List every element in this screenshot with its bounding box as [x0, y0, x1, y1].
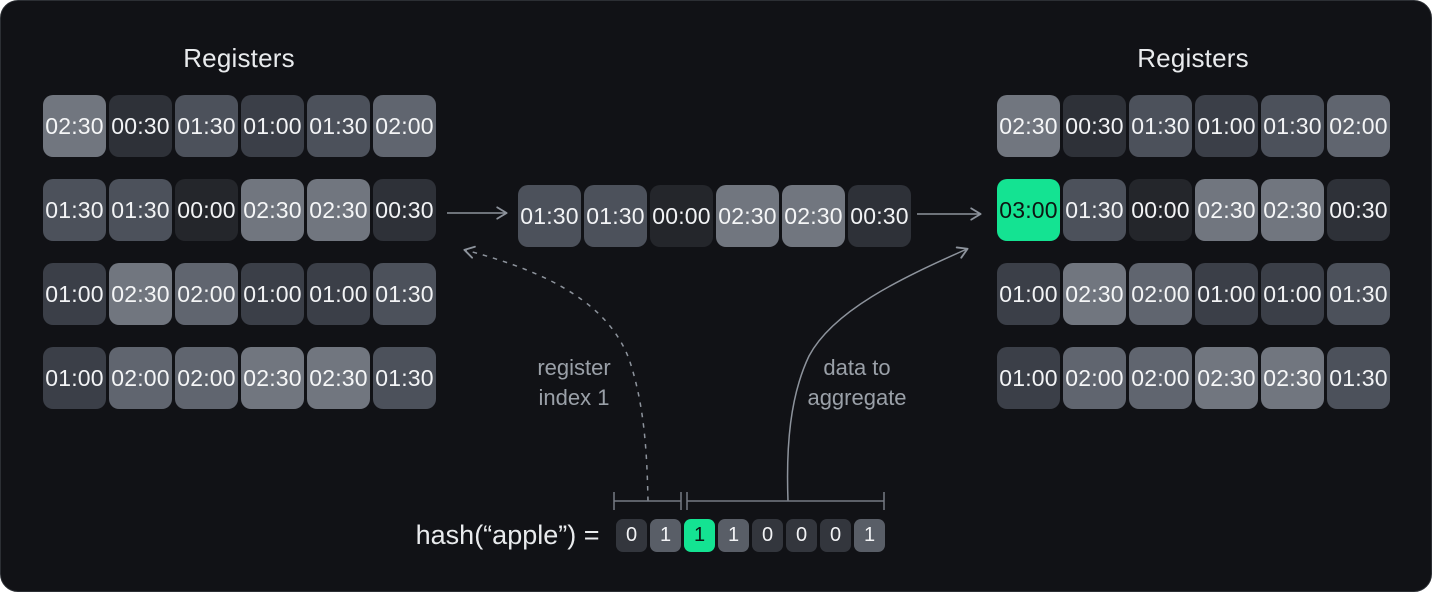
register-index-label-line1: register: [537, 355, 611, 380]
register-cell: 02:30: [1063, 263, 1126, 325]
register-index-label-line2: index 1: [538, 385, 610, 410]
hash-bit: 0: [752, 519, 783, 552]
register-cell: 00:30: [1327, 179, 1390, 241]
register-cell: 02:00: [175, 347, 238, 409]
hash-bit: 1: [718, 519, 749, 552]
register-cell: 00:00: [175, 179, 238, 241]
register-cell: 01:30: [1129, 95, 1192, 157]
register-cell: 01:30: [1327, 347, 1390, 409]
right-registers-title: Registers: [1137, 43, 1249, 73]
register-cell: 02:30: [1195, 347, 1258, 409]
register-index-label: register index 1: [464, 353, 684, 413]
register-cell: 01:30: [43, 179, 106, 241]
data-to-aggregate-label: data to aggregate: [747, 353, 967, 413]
data-to-aggregate-label-line1: data to: [823, 355, 891, 380]
register-cell: 01:30: [373, 263, 436, 325]
register-cell: 02:00: [175, 263, 238, 325]
register-cell: 00:00: [650, 185, 713, 247]
register-cell: 01:00: [43, 263, 106, 325]
register-cell: 01:30: [1327, 263, 1390, 325]
register-cell: 02:30: [241, 179, 304, 241]
register-cell: 00:30: [373, 179, 436, 241]
register-cell: 02:00: [1063, 347, 1126, 409]
hash-bit: 1: [854, 519, 885, 552]
data-bits-bracket: [686, 492, 885, 510]
register-cell: 02:30: [43, 95, 106, 157]
register-cell: 01:00: [307, 263, 370, 325]
register-cell: 00:30: [848, 185, 911, 247]
hash-expression-label: hash(“apple”) =: [415, 519, 607, 550]
register-cell: 01:30: [109, 179, 172, 241]
register-cell: 02:00: [1327, 95, 1390, 157]
register-cell: 02:30: [109, 263, 172, 325]
register-cell: 01:00: [1195, 95, 1258, 157]
register-cell: 01:00: [997, 347, 1060, 409]
register-cell: 00:00: [1129, 179, 1192, 241]
hash-bit: 0: [820, 519, 851, 552]
register-cell: 02:30: [782, 185, 845, 247]
register-cell: 02:30: [716, 185, 779, 247]
register-cell: 01:00: [1195, 263, 1258, 325]
register-cell: 02:30: [241, 347, 304, 409]
register-cell: 02:00: [1129, 347, 1192, 409]
register-cell: 01:30: [175, 95, 238, 157]
register-cell: 02:00: [109, 347, 172, 409]
data-to-aggregate-label-line2: aggregate: [807, 385, 907, 410]
register-cell: 01:00: [241, 263, 304, 325]
register-cell: 01:00: [997, 263, 1060, 325]
register-cell: 01:30: [1063, 179, 1126, 241]
left-registers-title: Registers: [183, 43, 295, 73]
register-cell: 02:00: [373, 95, 436, 157]
hash-bit: 1: [650, 519, 681, 552]
register-cell: 01:30: [373, 347, 436, 409]
register-cell: 02:30: [997, 95, 1060, 157]
register-cell: 00:30: [109, 95, 172, 157]
register-cell: 00:30: [1063, 95, 1126, 157]
register-cell: 01:00: [1261, 263, 1324, 325]
register-cell: 01:00: [241, 95, 304, 157]
hash-bit-active: 1: [684, 519, 715, 552]
index-bits-bracket: [613, 492, 682, 510]
register-cell-updated: 03:00: [997, 179, 1060, 241]
register-cell: 02:30: [1261, 347, 1324, 409]
register-cell: 02:30: [1195, 179, 1258, 241]
register-cell: 01:30: [1261, 95, 1324, 157]
register-cell: 02:30: [307, 347, 370, 409]
register-cell: 01:30: [307, 95, 370, 157]
register-cell: 01:30: [518, 185, 581, 247]
register-cell: 02:00: [1129, 263, 1192, 325]
hash-bit: 0: [616, 519, 647, 552]
register-cell: 02:30: [1261, 179, 1324, 241]
hash-bit: 0: [786, 519, 817, 552]
register-cell: 02:30: [307, 179, 370, 241]
register-cell: 01:00: [43, 347, 106, 409]
register-cell: 01:30: [584, 185, 647, 247]
